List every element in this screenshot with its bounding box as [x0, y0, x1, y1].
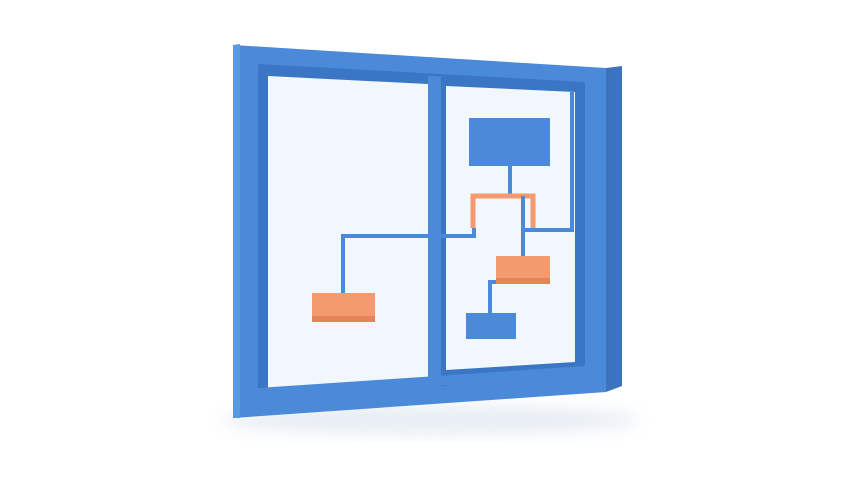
frame-side-right	[606, 66, 622, 392]
connector-right	[523, 92, 574, 232]
inner-sill	[258, 366, 585, 398]
window-handle	[258, 212, 261, 242]
connector-orange-branch	[470, 193, 536, 228]
left-orange-node-shade	[312, 316, 375, 322]
mullion-shade	[441, 77, 446, 386]
middle-orange-node-shade	[496, 278, 550, 284]
left-pane-glass	[268, 76, 428, 388]
frame-left-edge	[233, 44, 240, 418]
bottom-blue-node	[466, 313, 516, 339]
top-blue-node	[469, 118, 550, 166]
frame-shadow	[220, 406, 640, 434]
connector-left	[341, 228, 476, 296]
